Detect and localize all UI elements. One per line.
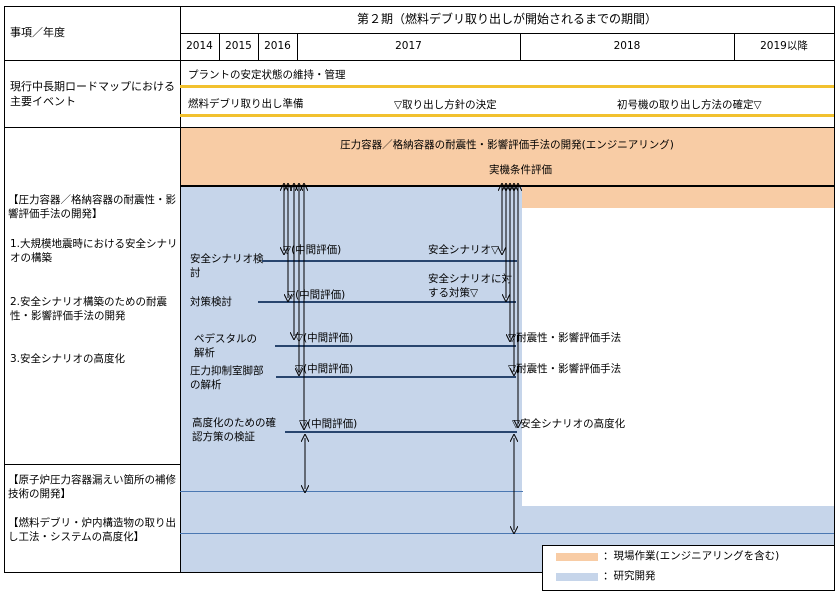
task-2-line	[258, 301, 516, 303]
repair-project-line	[180, 491, 523, 492]
task-4-mid-milestone: ▽(中間評価)	[295, 363, 354, 375]
legend-onsite-swatch	[556, 553, 598, 561]
task-5-end-milestone: ▽安全シナリオの高度化	[512, 418, 626, 430]
year-2014: 2014	[186, 40, 213, 52]
year-2015: 2015	[225, 40, 252, 52]
policy-decision-milestone: ▽取り出し方針の決定	[394, 99, 497, 111]
legend-onsite-label: ：現場作業(エンジニアリングを含む)	[603, 550, 780, 562]
plant-maintenance-label: プラントの安定状態の維持・管理	[188, 69, 346, 81]
table-frame	[4, 6, 835, 573]
task-3-mid-milestone: ▽(中間評価)	[295, 332, 354, 344]
task-4-line	[276, 376, 516, 378]
engineering-band-tail	[522, 186, 834, 208]
task-1-line	[262, 260, 517, 262]
task-2-label: 対策検討	[190, 296, 232, 308]
task-1-end-milestone: 安全シナリオ▽	[428, 244, 500, 256]
project-title: 【圧力容器／格納容器の耐震性・影響評価手法の開発】	[8, 194, 176, 220]
task-3-line	[275, 345, 516, 347]
debris-prep-line	[180, 114, 834, 117]
engineering-band	[180, 127, 834, 186]
first-unit-milestone: 初号機の取り出し方法の確定▽	[617, 99, 762, 111]
debris-system-line	[180, 533, 834, 534]
row-label: 事項／年度	[10, 26, 65, 39]
engineering-title: 圧力容器／格納容器の耐震性・影響評価手法の開発(エンジニアリング)	[340, 139, 674, 151]
year-2016: 2016	[264, 40, 291, 52]
year-2017: 2017	[395, 40, 422, 52]
year-divider-2014	[219, 33, 220, 60]
task-2-end-milestone: 安全シナリオに対する対策▽	[428, 273, 512, 299]
task-1-label: 安全シナリオ検討	[190, 253, 264, 279]
label-column-divider	[180, 6, 181, 572]
plant-maintenance-line	[180, 85, 834, 88]
task-5-line	[285, 431, 517, 433]
header-divider	[180, 33, 834, 34]
task-5-mid-milestone: ▽(中間評価)	[299, 418, 358, 430]
roadmap-label: 現行中長期ロードマップにおける主要イベント	[10, 80, 175, 108]
period-title: 第２期（燃料デブリ取り出しが開始されるまでの期間）	[356, 12, 657, 26]
year-2018: 2018	[613, 40, 641, 52]
year-2019: 2019以降	[760, 40, 808, 52]
debris-system-label: 【燃料デブリ・炉内構造物の取り出し工法・システムの高度化】	[8, 517, 176, 543]
legend-rnd-label: ：研究開発	[603, 570, 656, 582]
project-bottom	[4, 464, 180, 465]
engineering-subtitle: 実機条件評価	[489, 164, 552, 176]
header-bottom	[4, 60, 834, 61]
task-5-label: 高度化のための確認方策の検証	[192, 417, 276, 443]
task-3-label: ペデスタルの解析	[194, 333, 257, 359]
legend-box	[542, 545, 835, 591]
year-divider-2018	[734, 33, 735, 60]
roadmap-bottom	[4, 127, 834, 128]
repair-project-label: 【原子炉圧力容器漏えい箇所の補修技術の開発】	[8, 474, 176, 500]
task-3-end-milestone: ▽耐震性・影響評価手法	[508, 332, 622, 344]
legend-rnd-swatch	[556, 573, 598, 581]
debris-prep-label: 燃料デブリ取り出し準備	[188, 98, 304, 110]
year-divider-2017	[520, 33, 521, 60]
project-subtitle-1: 1.大規模地震時における安全シナリオの構築	[10, 238, 178, 264]
project-subtitle-2: 2.安全シナリオ構築のための耐震性・影響評価手法の開発	[10, 296, 168, 322]
task-4-label: 圧力抑制室脚部の解析	[190, 365, 264, 391]
project-subtitle-3: 3.安全シナリオの高度化	[10, 353, 126, 365]
year-divider-2015	[258, 33, 259, 60]
research-band-main	[180, 186, 522, 572]
year-divider-2016	[297, 33, 298, 60]
task-4-end-milestone: ▽耐震性・影響評価手法	[508, 363, 622, 375]
